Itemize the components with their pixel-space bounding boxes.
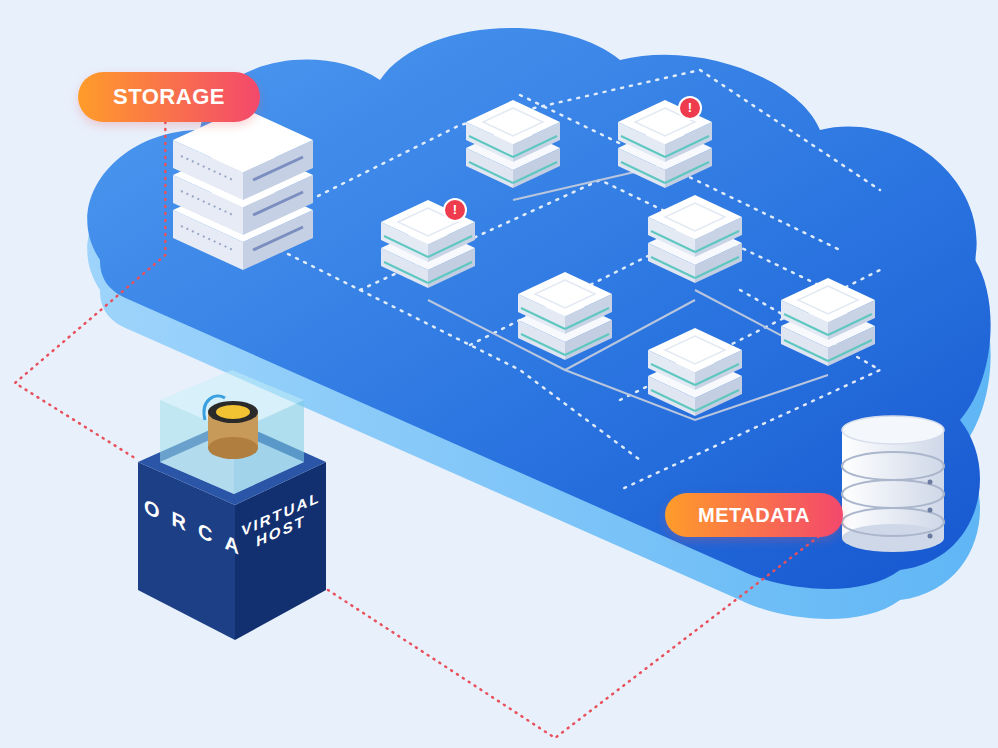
metadata-label: METADATA [665,493,843,537]
storage-label: STORAGE [78,72,260,122]
dotted-connector [15,122,165,460]
alert-mark: ! [680,98,700,118]
orca-virtual-host: ORCAVIRTUAL HOST [138,365,328,645]
pill-text: STORAGE [113,84,225,110]
pill-text: METADATA [698,504,810,527]
alert-mark: ! [445,200,465,220]
dotted-connector [328,537,818,738]
database-icon [842,416,944,552]
